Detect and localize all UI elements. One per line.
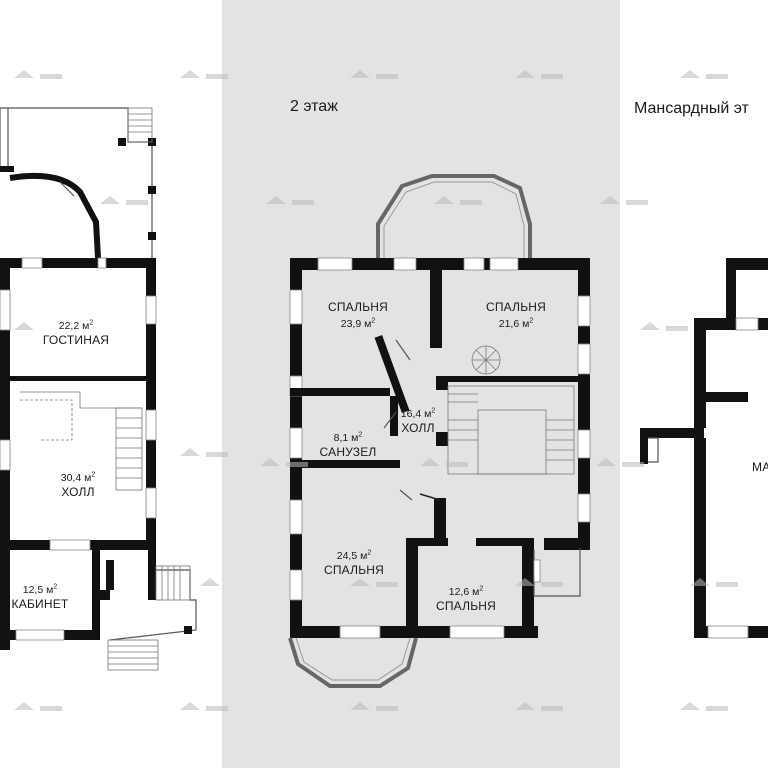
stair-well (447, 385, 575, 475)
entry-stairs (107, 639, 159, 671)
room-attic: МА (752, 460, 768, 474)
room-name: ХОЛЛ (61, 484, 95, 499)
area-superscript: 2 (91, 471, 96, 478)
room-hall: 30,4 м2 ХОЛЛ (61, 468, 95, 499)
area-superscript: 2 (529, 317, 534, 324)
second-floor-plan (288, 174, 591, 688)
watermarks (14, 70, 738, 711)
room-area: 23,9 м (340, 317, 372, 330)
room-bathroom: 8,1 м2 САНУЗЕЛ (320, 428, 377, 459)
room-area: 30,4 м (60, 471, 92, 484)
bottom-bay (288, 637, 418, 688)
area-superscript: 2 (367, 549, 372, 556)
room-name: СПАЛЬНЯ (435, 598, 497, 613)
terrace-stairs (127, 107, 153, 143)
spiral-stair (471, 345, 501, 375)
hall-stairs (20, 391, 143, 491)
room-office: 12,5 м2 КАБИНЕТ (12, 580, 69, 611)
area-superscript: 2 (479, 585, 484, 592)
room-area: 22,2 м (58, 319, 90, 332)
wall-right (146, 258, 156, 550)
room-name: СПАЛЬНЯ (327, 300, 389, 314)
attic-floor-plan (640, 258, 768, 639)
attic-floor-title: Мансардный эт (634, 100, 749, 117)
wall-top (0, 258, 156, 268)
room-area: 8,1 м (333, 431, 359, 444)
room-area: 12,5 м (22, 583, 54, 596)
room-name: СПАЛЬНЯ (485, 300, 547, 314)
bay-wall (9, 172, 101, 259)
area-superscript: 2 (89, 319, 94, 326)
top-bay (376, 174, 532, 258)
room-area: 24,5 м (336, 549, 368, 562)
room-bedroom-nw: СПАЛЬНЯ 23,9 м2 (328, 300, 388, 331)
room-name: ХОЛЛ (401, 420, 435, 435)
room-bedroom-ne: СПАЛЬНЯ 21,6 м2 (486, 300, 546, 331)
room-name: СПАЛЬНЯ (323, 562, 385, 577)
room-area: 12,6 м (448, 585, 480, 598)
room-name: САНУЗЕЛ (319, 444, 377, 459)
second-floor-title: 2 этаж (290, 98, 338, 115)
area-superscript: 2 (371, 317, 376, 324)
room-name: КАБИНЕТ (11, 596, 69, 611)
room-area: 16,4 м (400, 407, 432, 420)
room-name: МА (752, 460, 768, 474)
room-name: ГОСТИНАЯ (42, 332, 110, 347)
room-hall2: 16,4 м2 ХОЛЛ (401, 404, 435, 435)
room-bedroom-sw: 24,5 м2 СПАЛЬНЯ (324, 546, 384, 577)
area-superscript: 2 (358, 431, 363, 438)
room-area: 21,6 м (498, 317, 530, 330)
area-superscript: 2 (431, 407, 436, 414)
first-floor-plan (0, 107, 197, 671)
room-living: 22,2 м2 ГОСТИНАЯ (43, 316, 109, 347)
room-bedroom-se: 12,6 м2 СПАЛЬНЯ (436, 582, 496, 613)
area-superscript: 2 (53, 583, 58, 590)
terrace-outline (0, 107, 153, 258)
second-floor-panel (222, 0, 620, 768)
